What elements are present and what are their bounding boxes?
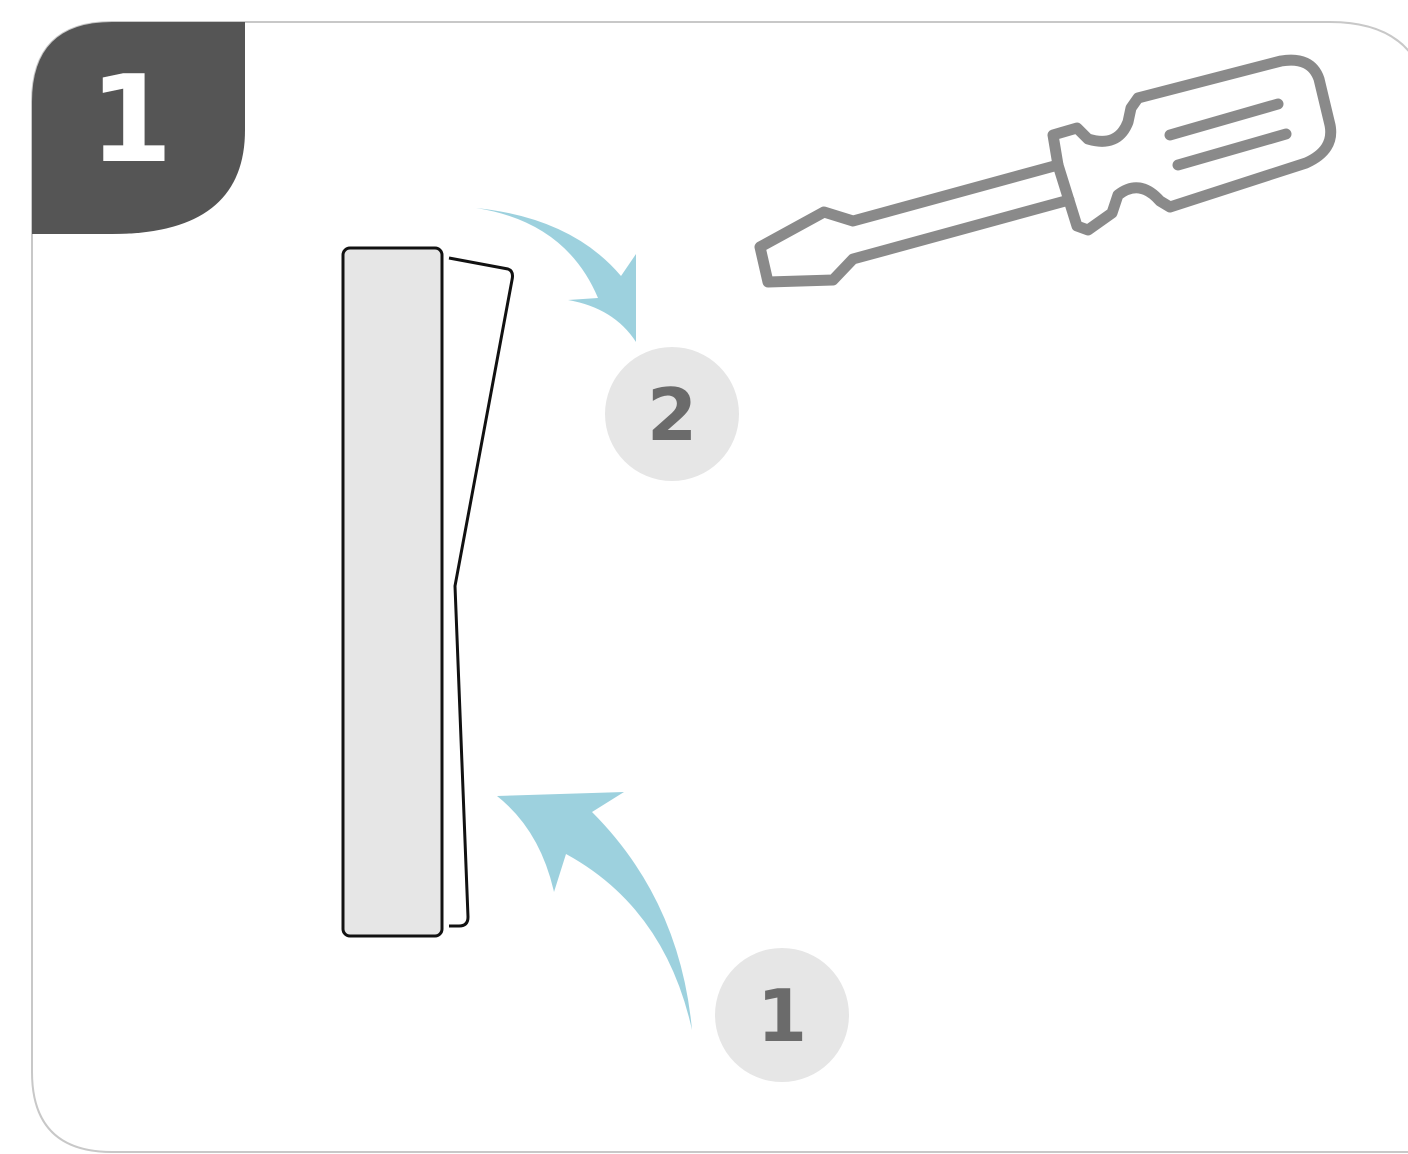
screwdriver-icon bbox=[754, 54, 1337, 288]
step-marker-2-label: 2 bbox=[647, 373, 697, 457]
curved-arrow-icon bbox=[476, 208, 636, 342]
device-front-cover bbox=[448, 256, 514, 928]
step-badge bbox=[32, 22, 245, 234]
step-marker-1-label: 1 bbox=[757, 974, 807, 1058]
device-back-plate bbox=[341, 246, 444, 938]
step-marker-2 bbox=[605, 347, 739, 481]
curved-arrow-icon bbox=[497, 792, 692, 1030]
step-number: 1 bbox=[89, 51, 173, 190]
step-marker-1 bbox=[715, 948, 849, 1082]
